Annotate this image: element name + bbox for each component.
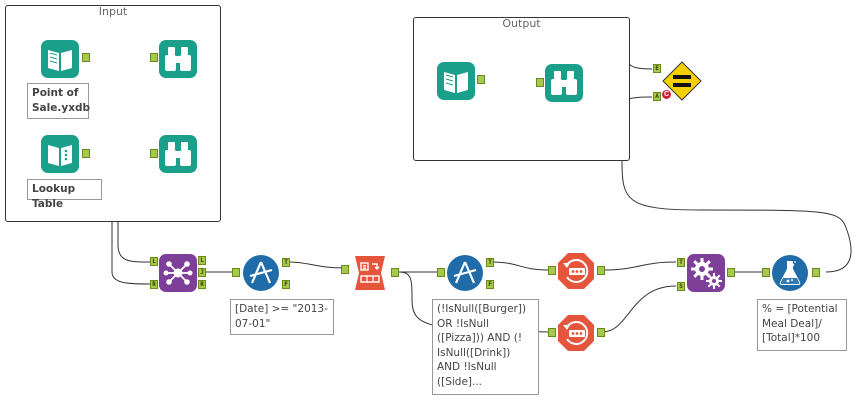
input-anchor[interactable] — [150, 53, 158, 62]
input-anchor[interactable] — [437, 268, 445, 277]
input-data-tool-lookup-table[interactable] — [41, 135, 79, 173]
join-output-right-anchor[interactable]: R — [198, 280, 206, 289]
join-input-left-anchor[interactable]: L — [150, 257, 158, 266]
filter-tool-date[interactable] — [242, 254, 280, 292]
input-data-tool-point-of-sale[interactable] — [41, 40, 79, 78]
sample-tool-1[interactable] — [557, 252, 595, 290]
container-title: Output — [502, 17, 541, 30]
container-title: Input — [98, 5, 128, 18]
formula-tool[interactable] — [771, 254, 809, 292]
binoculars-icon — [545, 64, 583, 102]
union-bottom-anchor[interactable]: S — [677, 282, 685, 291]
flask-icon — [772, 255, 808, 291]
gears-icon — [687, 254, 725, 292]
filter-false-anchor[interactable]: F — [486, 280, 494, 289]
input-data-tool-output[interactable] — [437, 62, 475, 100]
browse-tool-2[interactable] — [159, 135, 197, 173]
sample-icon — [558, 253, 594, 289]
crosstab-tool[interactable] — [351, 254, 389, 292]
output-anchor[interactable] — [477, 75, 485, 84]
binoculars-icon — [159, 40, 197, 78]
browse-tool-output[interactable] — [545, 64, 583, 102]
output-anchor[interactable] — [82, 149, 90, 158]
output-anchor[interactable] — [82, 53, 90, 62]
annotation-date-filter: [Date] >= "2013- 07-01" — [230, 299, 334, 335]
annotation-formula: % = [Potential Meal Deal]/ [Total]*100 — [757, 299, 847, 351]
sample-icon — [558, 315, 594, 351]
input-anchor[interactable] — [548, 328, 556, 337]
annotation-null-filter: (!IsNull([Burger]) OR !IsNull ([Pizza]))… — [432, 299, 539, 395]
filter-tool-null[interactable] — [446, 254, 484, 292]
crosstab-icon — [355, 256, 385, 290]
input-anchor-a[interactable]: A — [653, 92, 661, 101]
join-output-left-anchor[interactable]: L — [198, 256, 206, 265]
filter-icon — [243, 255, 279, 291]
input-anchor-e[interactable]: E — [653, 64, 661, 73]
input-anchor[interactable] — [762, 268, 770, 277]
annotation-lookup-table: Lookup Table — [27, 179, 102, 210]
input-anchor[interactable] — [548, 266, 556, 275]
join-input-right-anchor[interactable]: R — [150, 280, 158, 289]
input-anchor[interactable] — [341, 265, 349, 274]
annotation-point-of-sale: Point of Sale.yxdb — [27, 83, 90, 119]
output-anchor[interactable] — [597, 328, 605, 337]
filter-true-anchor[interactable]: T — [486, 258, 494, 267]
filter-true-anchor[interactable]: T — [282, 258, 290, 267]
browse-tool-1[interactable] — [159, 40, 197, 78]
output-anchor[interactable] — [391, 268, 399, 277]
input-anchor[interactable] — [536, 78, 544, 87]
union-top-anchor[interactable]: T — [677, 258, 685, 267]
join-icon — [159, 254, 197, 292]
join-output-join-anchor[interactable]: J — [198, 268, 206, 277]
output-anchor[interactable] — [597, 266, 605, 275]
book-input-icon — [41, 40, 79, 78]
join-tool[interactable] — [159, 254, 197, 292]
input-anchor[interactable] — [150, 149, 158, 158]
output-anchor[interactable] — [812, 268, 820, 277]
filter-icon — [447, 255, 483, 291]
book-input-icon — [437, 62, 475, 100]
filter-false-anchor[interactable]: F — [282, 280, 290, 289]
sample-tool-2[interactable] — [557, 314, 595, 352]
input-anchor[interactable] — [232, 268, 240, 277]
output-anchor[interactable] — [727, 268, 735, 277]
expect-equal-tool[interactable] — [662, 61, 702, 101]
error-indicator-icon: C — [662, 90, 671, 99]
equals-sign-icon — [662, 61, 702, 101]
binoculars-icon — [159, 135, 197, 173]
union-tool[interactable] — [687, 254, 725, 292]
book-input-icon — [41, 135, 79, 173]
